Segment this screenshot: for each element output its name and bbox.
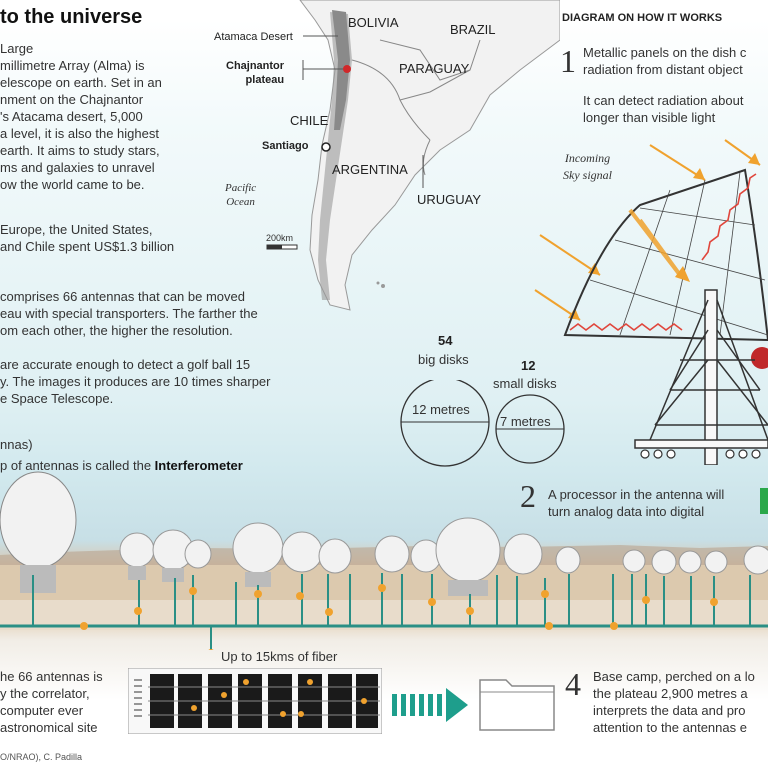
small-disk-count: 12 <box>521 358 536 373</box>
dish-reflector <box>563 168 768 342</box>
data-flow-arrow-icon <box>392 688 468 722</box>
interferometer-term: Interferometer <box>154 458 243 473</box>
label-chajnantor: Chajnantor plateau <box>226 60 285 86</box>
intro-paragraph: Large millimetre Array (Alma) is elescop… <box>0 41 162 192</box>
step4-number: 4 <box>565 666 581 702</box>
step2-text: A processor in the antenna will turn ana… <box>548 487 725 519</box>
small-disk-size: 7 metres <box>500 414 551 429</box>
label-uruguay: URUGUAY <box>417 192 482 207</box>
step1-subtext: It can detect radiation about longer tha… <box>583 93 744 125</box>
correlator-text: he 66 antennas is y the correlator, comp… <box>0 669 103 735</box>
headline: to the universe <box>0 6 143 28</box>
label-paraguay: PARAGUAY <box>399 61 470 76</box>
funding-paragraph: Europe, the United States, and Chile spe… <box>0 222 175 254</box>
antenna-array <box>0 471 768 596</box>
processor-icon <box>760 488 768 514</box>
antenna-field <box>0 471 768 650</box>
disk-size-comparison <box>400 380 565 467</box>
label-pacific: Pacific Ocean <box>225 182 257 208</box>
big-disk-circle <box>400 380 490 467</box>
step1-text: Metallic panels on the dish c radiation … <box>583 45 747 77</box>
step1-number: 1 <box>560 43 576 79</box>
south-america-map <box>266 0 560 311</box>
antennas-caption: nnas) <box>0 437 33 452</box>
label-atacama: Atamaca Desert <box>214 31 293 43</box>
interferometer-prefix: p of antennas is called the <box>0 458 155 473</box>
correlator-machine <box>128 668 382 734</box>
label-santiago: Santiago <box>262 140 309 152</box>
antenna-dish-diagram <box>534 139 768 465</box>
big-disk-size: 12 metres <box>412 402 470 417</box>
label-brazil: BRAZIL <box>450 22 496 37</box>
fiber-label: Up to 15kms of fiber <box>221 649 338 664</box>
step4-text: Base camp, perched on a lo the plateau 2… <box>593 669 755 735</box>
interferometer-caption: p of antennas is called the Interferomet… <box>0 457 243 474</box>
label-bolivia: BOLIVIA <box>348 15 399 30</box>
credit-line: O/NRAO), C. Padilla <box>0 752 83 762</box>
label-argentina: ARGENTINA <box>332 162 408 177</box>
map-landmass <box>299 0 560 311</box>
chajnantor-marker <box>343 65 351 73</box>
diagram-heading: DIAGRAM ON HOW IT WORKS <box>562 12 723 24</box>
label-chile: CHILE <box>290 113 329 128</box>
antennas-paragraph: comprises 66 antennas that can be moved … <box>0 289 258 338</box>
small-disk-label: small disks <box>493 376 557 391</box>
step2-number: 2 <box>520 478 536 514</box>
incoming-signal-label: Incoming Sky signal <box>563 151 612 182</box>
accuracy-paragraph: are accurate enough to detect a golf bal… <box>0 357 271 406</box>
big-disk-label: big disks <box>418 352 469 367</box>
map-scale-label: 200km <box>266 233 294 243</box>
receiver <box>751 347 768 369</box>
base-camp-folder-icon <box>479 679 555 731</box>
radiation-wave <box>569 323 683 331</box>
big-disk-count: 54 <box>438 333 453 348</box>
santiago-marker <box>321 142 331 152</box>
